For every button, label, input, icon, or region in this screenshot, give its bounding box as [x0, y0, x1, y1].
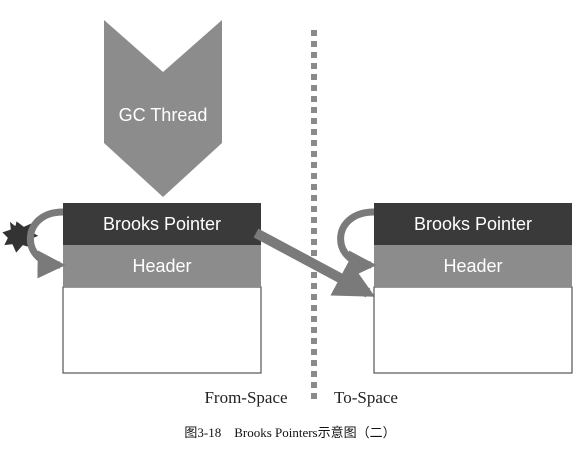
- from-curved-arrow: [26, 208, 66, 279]
- to-space-label: To-Space: [334, 388, 398, 407]
- to-object-body: [373, 286, 573, 374]
- from-object-body: [62, 286, 262, 374]
- gc-thread-arrow: GC Thread: [104, 20, 222, 197]
- gc-thread-label: GC Thread: [119, 105, 208, 125]
- forwarding-pointer-arrow: [253, 228, 376, 298]
- from-brooks-pointer-block: [63, 203, 261, 245]
- from-brooks-pointer-label: Brooks Pointer: [103, 214, 221, 234]
- from-space-label: From-Space: [204, 388, 287, 407]
- to-brooks-pointer-label: Brooks Pointer: [414, 214, 532, 234]
- to-header-label: Header: [443, 256, 502, 276]
- from-space-object: Brooks Pointer Header: [62, 203, 262, 374]
- to-brooks-pointer-block: [374, 203, 572, 245]
- to-header-block: [374, 245, 572, 287]
- figure-caption: 图3-18 Brooks Pointers示意图（二）: [184, 425, 395, 440]
- from-header-label: Header: [132, 256, 191, 276]
- to-curved-arrow: [337, 208, 377, 279]
- to-space-object: Brooks Pointer Header: [373, 203, 573, 374]
- from-header-block: [63, 245, 261, 287]
